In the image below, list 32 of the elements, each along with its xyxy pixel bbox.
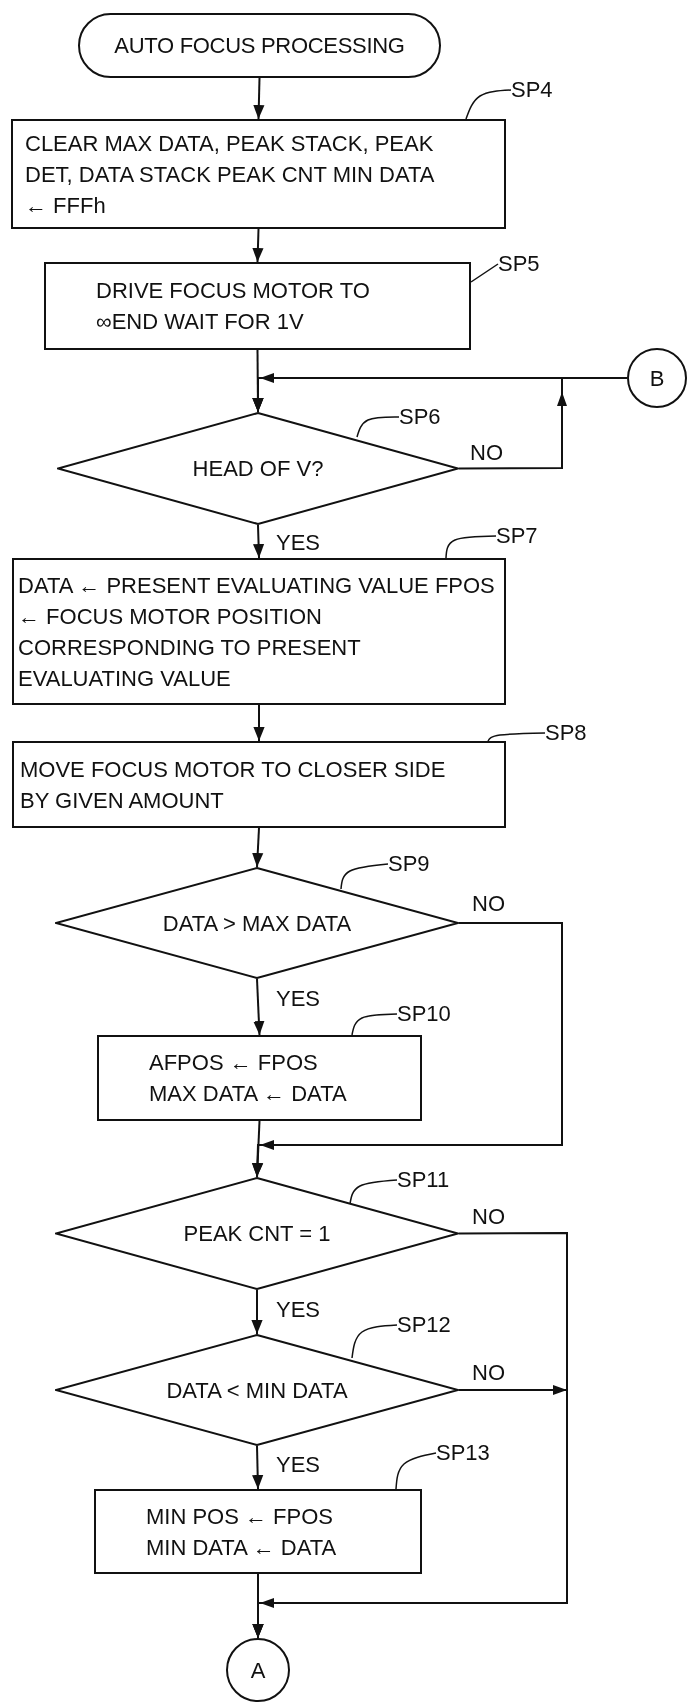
process-box — [11, 119, 506, 229]
decision-text: DATA > MAX DATA — [162, 909, 352, 938]
process-box — [94, 1489, 422, 1574]
process-box — [12, 741, 506, 828]
process-text: DATA ← PRESENT EVALUATING VALUE FPOS ← FOCUS MOTOR POSITION CORRESPONDING TO PRESENT EVALUATING VALUE — [17, 571, 496, 693]
step-number: SP7 — [496, 523, 538, 549]
connector-circle — [627, 348, 687, 408]
connector-circle — [226, 1638, 290, 1702]
step-number: SP5 — [498, 251, 540, 277]
step-number: SP6 — [399, 404, 441, 430]
step-number: SP4 — [511, 77, 553, 103]
step-number: SP10 — [397, 1001, 451, 1027]
process-box — [44, 262, 471, 350]
process-text: DRIVE FOCUS MOTOR TO ∞END WAIT FOR 1V — [95, 277, 371, 336]
process-box — [12, 558, 506, 705]
process-text: AFPOS ← FPOS MAX DATA ← DATA — [148, 1049, 348, 1108]
step-number: SP11 — [397, 1167, 450, 1193]
process-text: CLEAR MAX DATA, PEAK STACK, PEAK DET, DATA STACK PEAK CNT MIN DATA ← FFFh — [24, 129, 435, 220]
process-text: MIN POS ← FPOS MIN DATA ← DATA — [145, 1502, 338, 1562]
step-number: SP9 — [388, 851, 430, 877]
connector-label: A — [250, 1656, 266, 1685]
step-number: SP8 — [545, 720, 587, 746]
process-text: MOVE FOCUS MOTOR TO CLOSER SIDE BY GIVEN AMOUNT — [19, 755, 447, 815]
step-number: SP12 — [397, 1312, 451, 1338]
step-number: SP13 — [436, 1440, 490, 1466]
terminal-text: AUTO FOCUS PROCESSING — [114, 32, 405, 60]
decision-text: DATA < MIN DATA — [166, 1376, 348, 1405]
process-box — [97, 1035, 422, 1121]
decision-diamond — [55, 1334, 459, 1446]
decision-text: PEAK CNT = 1 — [183, 1220, 331, 1248]
connector-label: B — [649, 364, 665, 393]
decision-text: HEAD OF V? — [192, 455, 324, 483]
